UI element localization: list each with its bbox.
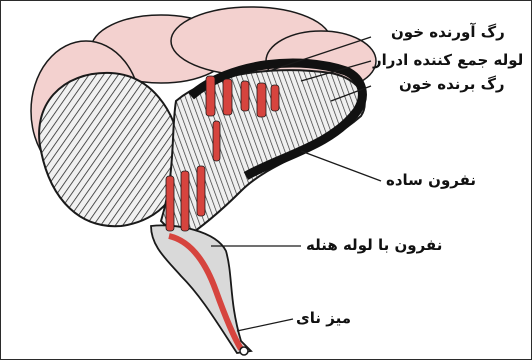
left-medulla — [39, 73, 182, 226]
label-collecting-duct: لوله جمع کننده ادرار — [373, 53, 523, 68]
label-ureter: میز نای — [296, 311, 351, 326]
label-afferent-vessel: رگ آورنده خون — [391, 25, 505, 40]
label-simple-nephron: نفرون ساده — [386, 173, 476, 188]
label-loop-nephron: نفرون با لوله هنله — [306, 238, 442, 253]
label-efferent-vessel: رگ برنده خون — [399, 77, 505, 92]
ureter-end — [240, 347, 248, 355]
